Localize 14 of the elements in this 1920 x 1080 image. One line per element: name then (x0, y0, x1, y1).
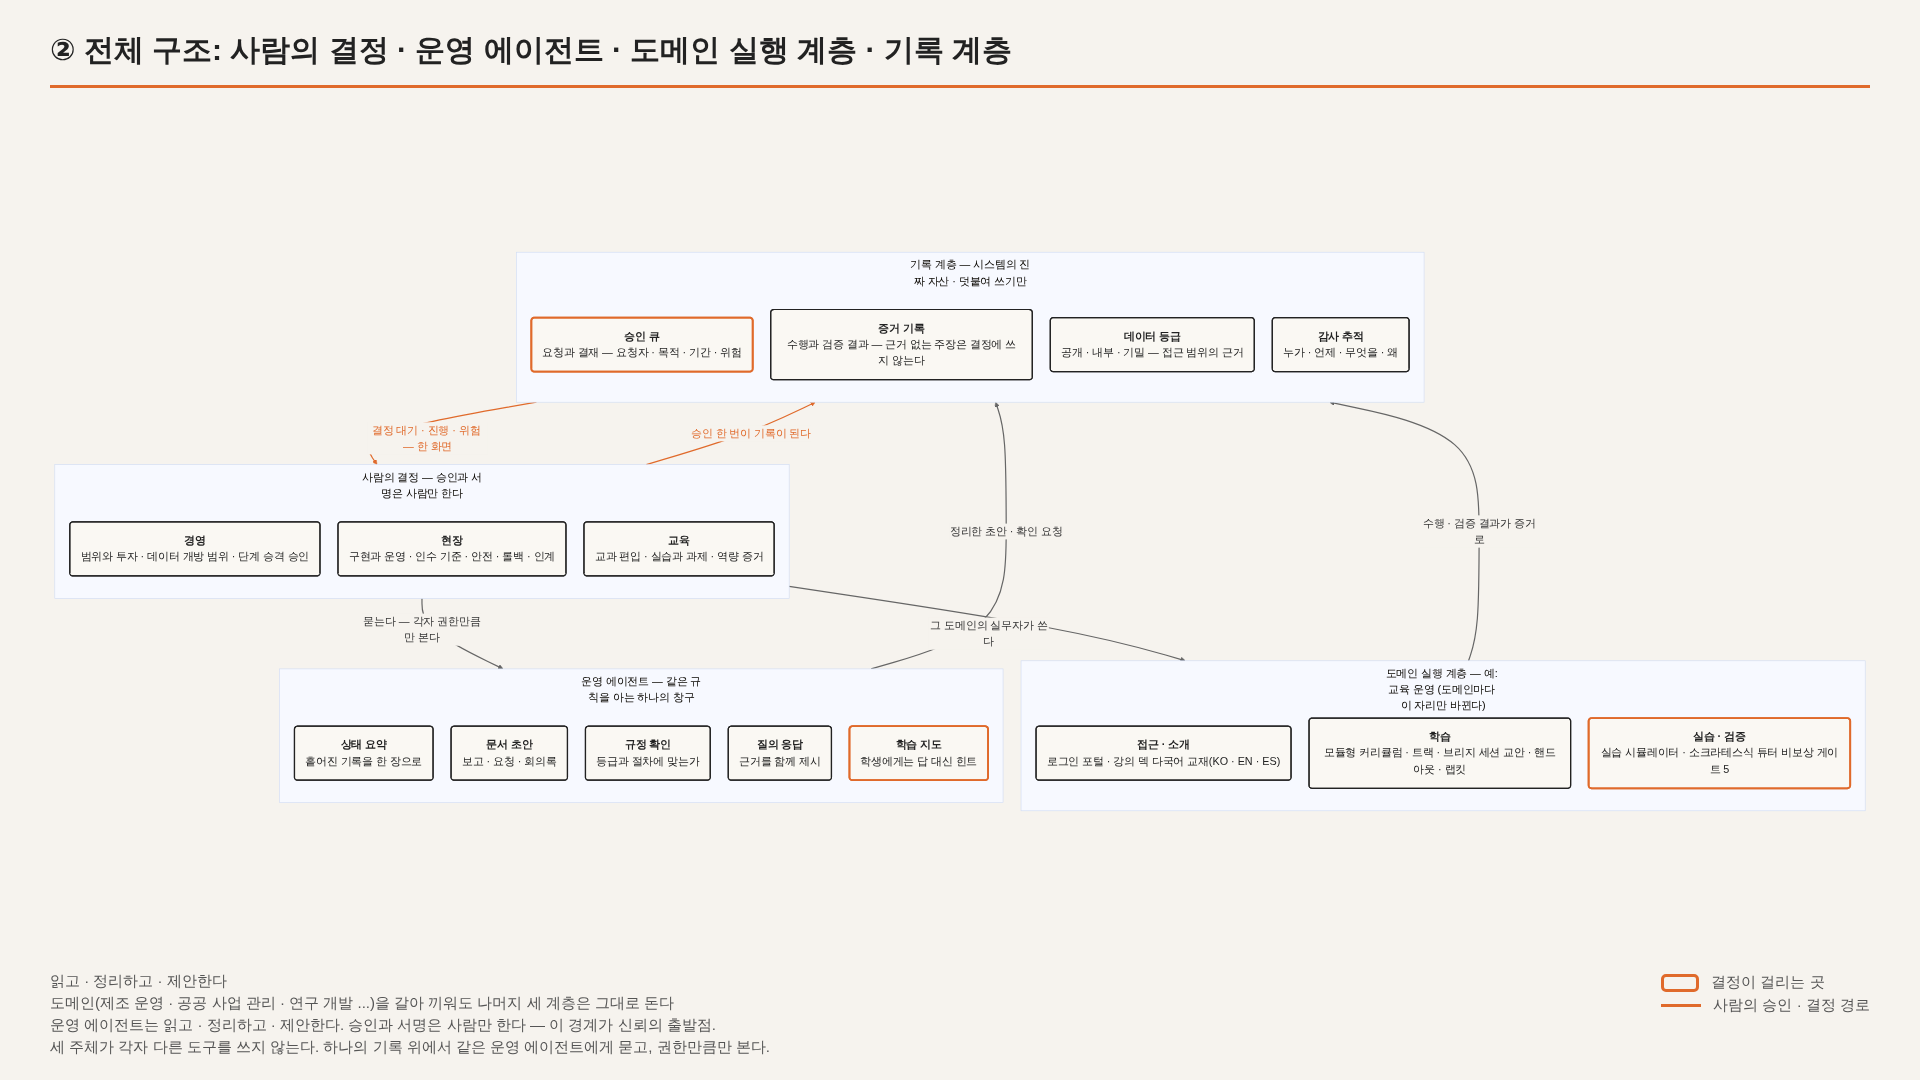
edge-label: 승인 한 번이 기록이 된다 (690, 427, 811, 440)
note-text: 운영 에이전트는 읽고 · 정리하고 · 제안한다. 승인과 서명은 사람만 한다 — 이 경계가 신뢰의 출발점. (50, 1016, 717, 1035)
edge-label: 수행 · 검증 결과가 증거로 (1422, 517, 1536, 546)
edge-label: 그 도메인의 실무자가 쓴다 (930, 619, 1048, 648)
arrow (788, 585, 1186, 662)
note-text: 읽고 · 정리하고 · 제안한다 (50, 972, 228, 991)
edge-label: 정리한 초안 · 확인 요청 (949, 525, 1063, 538)
title: ② 전체 구조: 사람의 결정 · 운영 에이전트 · 도메인 실행 계층 · 기록 계층 (50, 30, 1870, 88)
edge-label: 결정 대기 · 진행 · 위험 — 한 화면 (371, 424, 481, 453)
note-text: 세 주체가 각자 다른 도구를 쓰지 않는다. 하나의 기록 위에서 같은 운영 에이전트에게 묻고, 권한만큼만 본다. (50, 1038, 770, 1057)
edge-label: 묻는다 — 각자 권한만큼만 본다 (363, 615, 481, 644)
legend-text: 결정이 걸리는 곳 (1711, 973, 1825, 992)
note-text: 도메인(제조 운영 · 공공 사업 관리 · 연구 개발 ...)을 갈아 끼워도 나머지 세 계층은 그대로 돈다 (50, 994, 676, 1013)
legend-text: 사람의 승인 · 결정 경로 (1713, 996, 1870, 1015)
